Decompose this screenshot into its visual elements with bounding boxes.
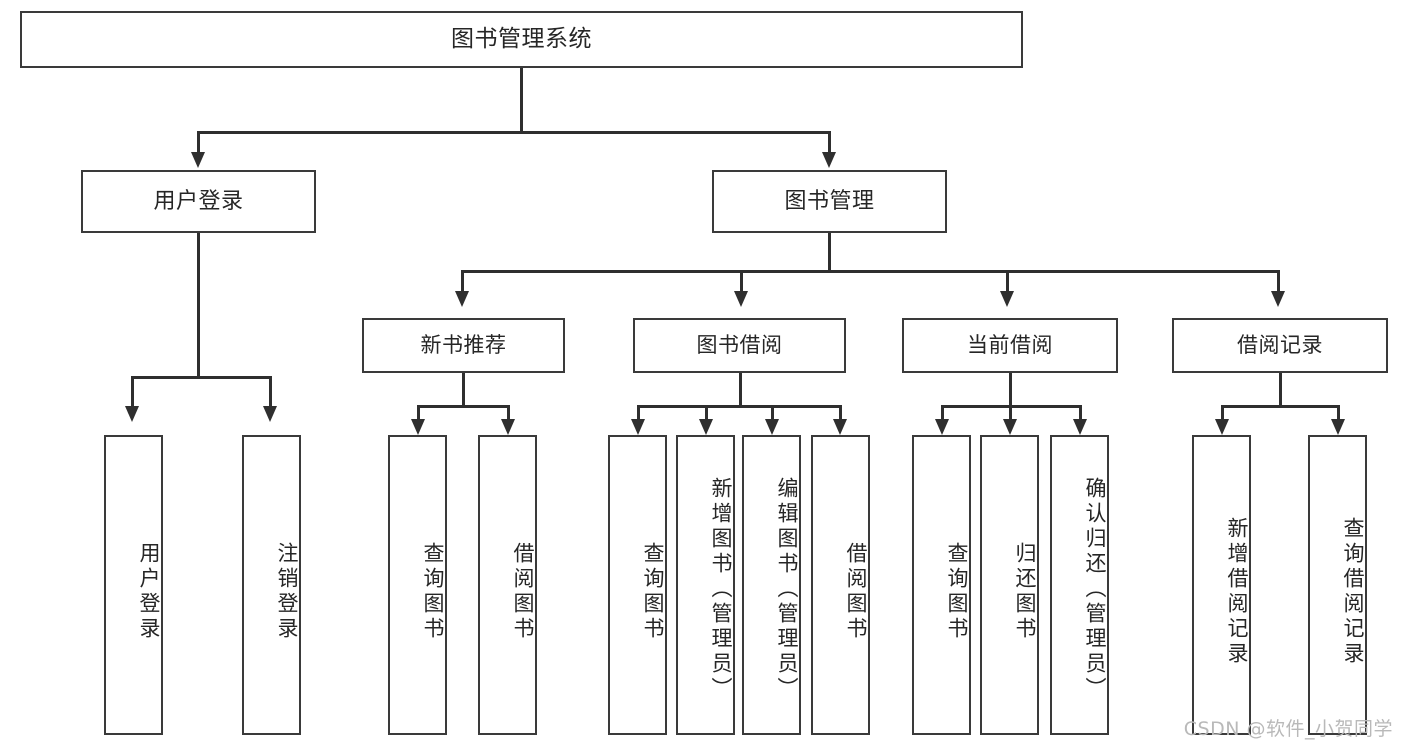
leaf-borrow-book-2[interactable]: 借阅图书	[811, 435, 870, 735]
arrow-to-book-manage	[822, 152, 836, 168]
arrow-to-leaf-logout-login	[263, 406, 277, 422]
arrow-to-leaf-edit-book	[765, 419, 779, 435]
connector-book-manage-stem	[828, 233, 831, 271]
node-book-borrow[interactable]: 图书借阅	[633, 318, 846, 373]
leaf-query-book-2[interactable]: 查询图书	[608, 435, 667, 735]
node-book-manage[interactable]: 图书管理	[712, 170, 947, 233]
connector-current-borrow-stem	[1009, 373, 1012, 407]
leaf-add-record[interactable]: 新增借阅记录	[1192, 435, 1251, 735]
connector-book-manage-drop-2	[740, 270, 743, 293]
leaf-query-book-3[interactable]: 查询图书	[912, 435, 971, 735]
node-new-book-recommend[interactable]: 新书推荐	[362, 318, 565, 373]
connector-borrow-record-drop-2	[1337, 405, 1340, 423]
connector-new-book-drop-2	[507, 405, 510, 423]
connector-user-login-drop-2	[269, 376, 272, 408]
arrow-to-leaf-add-book	[699, 419, 713, 435]
leaf-add-book[interactable]: 新增图书（管理员）	[676, 435, 735, 735]
leaf-user-login[interactable]: 用户登录	[104, 435, 163, 735]
leaf-logout-login[interactable]: 注销登录	[242, 435, 301, 735]
connector-book-borrow-drop-3	[771, 405, 774, 423]
connector-book-manage-drop-3	[1006, 270, 1009, 293]
connector-book-manage-drop-4	[1277, 270, 1280, 293]
connector-current-borrow-drop-3	[1079, 405, 1082, 423]
arrow-to-leaf-borrow-book-1	[501, 419, 515, 435]
node-user-login[interactable]: 用户登录	[81, 170, 316, 233]
leaf-confirm-return[interactable]: 确认归还（管理员）	[1050, 435, 1109, 735]
connector-current-borrow-drop-2	[1009, 405, 1012, 423]
arrow-to-leaf-user-login	[125, 406, 139, 422]
connector-book-borrow-bus	[637, 405, 841, 408]
arrow-to-leaf-add-record	[1215, 419, 1229, 435]
leaf-borrow-book-1[interactable]: 借阅图书	[478, 435, 537, 735]
node-current-borrow[interactable]: 当前借阅	[902, 318, 1118, 373]
connector-borrow-record-bus	[1221, 405, 1339, 408]
connector-root-bus	[197, 131, 830, 134]
connector-root-drop-right	[828, 131, 831, 154]
connector-book-manage-drop-1	[461, 270, 464, 293]
arrow-to-leaf-confirm-return	[1073, 419, 1087, 435]
arrow-to-leaf-return-book	[1003, 419, 1017, 435]
connector-book-manage-bus	[461, 270, 1279, 273]
arrow-to-borrow-record	[1271, 291, 1285, 307]
connector-book-borrow-drop-4	[839, 405, 842, 423]
arrow-to-leaf-query-book-1	[411, 419, 425, 435]
connector-root-drop-left	[197, 131, 200, 154]
node-borrow-record[interactable]: 借阅记录	[1172, 318, 1388, 373]
connector-new-book-bus	[417, 405, 509, 408]
arrow-to-book-borrow	[734, 291, 748, 307]
connector-new-book-stem	[462, 373, 465, 407]
arrow-to-new-book-recommend	[455, 291, 469, 307]
connector-current-borrow-drop-1	[941, 405, 944, 423]
arrow-to-leaf-query-book-2	[631, 419, 645, 435]
connector-borrow-record-stem	[1279, 373, 1282, 407]
arrow-to-leaf-query-record	[1331, 419, 1345, 435]
leaf-return-book[interactable]: 归还图书	[980, 435, 1039, 735]
leaf-query-book-1[interactable]: 查询图书	[388, 435, 447, 735]
connector-book-borrow-stem	[739, 373, 742, 407]
connector-book-borrow-drop-2	[705, 405, 708, 423]
connector-user-login-drop-1	[131, 376, 134, 408]
leaf-edit-book[interactable]: 编辑图书（管理员）	[742, 435, 801, 735]
connector-user-login-stem	[197, 233, 200, 377]
arrow-to-user-login	[191, 152, 205, 168]
leaf-query-record[interactable]: 查询借阅记录	[1308, 435, 1367, 735]
arrow-to-current-borrow	[1000, 291, 1014, 307]
node-root-system[interactable]: 图书管理系统	[20, 11, 1023, 68]
connector-borrow-record-drop-1	[1221, 405, 1224, 423]
connector-root-stem	[520, 68, 523, 132]
arrow-to-leaf-query-book-3	[935, 419, 949, 435]
connector-book-borrow-drop-1	[637, 405, 640, 423]
arrow-to-leaf-borrow-book-2	[833, 419, 847, 435]
connector-user-login-bus	[131, 376, 271, 379]
connector-new-book-drop-1	[417, 405, 420, 423]
